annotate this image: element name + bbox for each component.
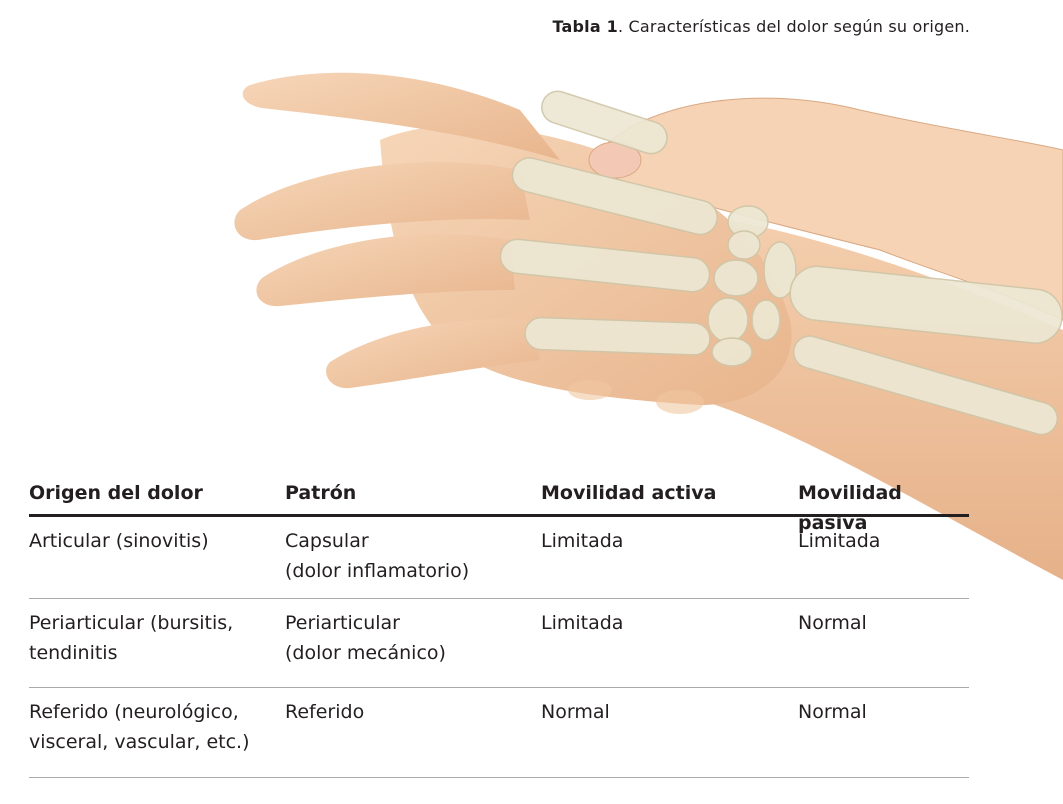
finger-little bbox=[326, 319, 540, 389]
cell-pasiva: Normal bbox=[798, 612, 867, 634]
cell-line: Periarticular (bursitis, bbox=[29, 612, 234, 634]
caption-label: Tabla 1 bbox=[552, 17, 618, 36]
cell-line: Capsular bbox=[285, 530, 369, 552]
cell-activa: Normal bbox=[541, 701, 610, 723]
cell-origen: Referido (neurológico, visceral, vascula… bbox=[29, 697, 285, 777]
cell-pasiva: Normal bbox=[798, 701, 867, 723]
carpal-2 bbox=[727, 230, 761, 260]
metacarpal-1 bbox=[541, 90, 668, 155]
metacarpal-4 bbox=[524, 316, 711, 356]
knuckle-2 bbox=[656, 390, 704, 414]
cell-line: (dolor mecánico) bbox=[285, 642, 446, 664]
cell-line: Referido bbox=[285, 701, 365, 723]
metacarpal-2 bbox=[511, 157, 718, 236]
table-row: Periarticular (bursitis, tendinitis Peri… bbox=[29, 599, 969, 688]
caption-text: . Características del dolor según su ori… bbox=[617, 17, 970, 36]
metacarpal-3 bbox=[499, 238, 711, 293]
knuckle-1 bbox=[568, 380, 612, 400]
cell-origen: Articular (sinovitis) bbox=[29, 526, 285, 598]
header-origen: Origen del dolor bbox=[29, 482, 203, 504]
cell-pasiva: Limitada bbox=[798, 530, 881, 552]
finger-ring bbox=[256, 234, 515, 307]
cell-activa: Limitada bbox=[541, 530, 624, 552]
table-row: Articular (sinovitis) Capsular (dolor in… bbox=[29, 517, 969, 599]
cell-line: Referido (neurológico, bbox=[29, 701, 239, 723]
cell-patron: Capsular (dolor inflamatorio) bbox=[285, 526, 541, 598]
table-row: Referido (neurológico, visceral, vascula… bbox=[29, 688, 969, 778]
cell-line: visceral, vascular, etc.) bbox=[29, 731, 250, 753]
ulna-bone bbox=[792, 335, 1059, 436]
header-movilidad-pasiva: Movilidad pasiva bbox=[798, 482, 902, 534]
pain-origin-table: Origen del dolor Patrón Movilidad activa… bbox=[29, 478, 969, 778]
cell-patron: Referido bbox=[285, 697, 541, 777]
radius-bone bbox=[789, 265, 1063, 344]
header-movilidad-activa: Movilidad activa bbox=[541, 482, 717, 504]
cell-line: Articular (sinovitis) bbox=[29, 530, 209, 552]
table-caption: Tabla 1. Características del dolor según… bbox=[552, 17, 970, 36]
carpal-5 bbox=[707, 297, 749, 343]
carpal-6 bbox=[751, 299, 781, 341]
carpal-4 bbox=[763, 241, 797, 299]
cell-activa: Limitada bbox=[541, 612, 624, 634]
cell-line: tendinitis bbox=[29, 642, 118, 664]
table-header-row: Origen del dolor Patrón Movilidad activa… bbox=[29, 478, 969, 534]
cell-patron: Periarticular (dolor mecánico) bbox=[285, 608, 541, 687]
carpal-7 bbox=[711, 337, 753, 367]
cell-line: (dolor inflamatorio) bbox=[285, 560, 470, 582]
finger-index bbox=[242, 72, 561, 160]
cell-origen: Periarticular (bursitis, tendinitis bbox=[29, 608, 285, 687]
carpal-3 bbox=[713, 259, 759, 297]
header-patron: Patrón bbox=[285, 482, 357, 504]
finger-middle bbox=[234, 162, 530, 241]
cell-line: Periarticular bbox=[285, 612, 400, 634]
